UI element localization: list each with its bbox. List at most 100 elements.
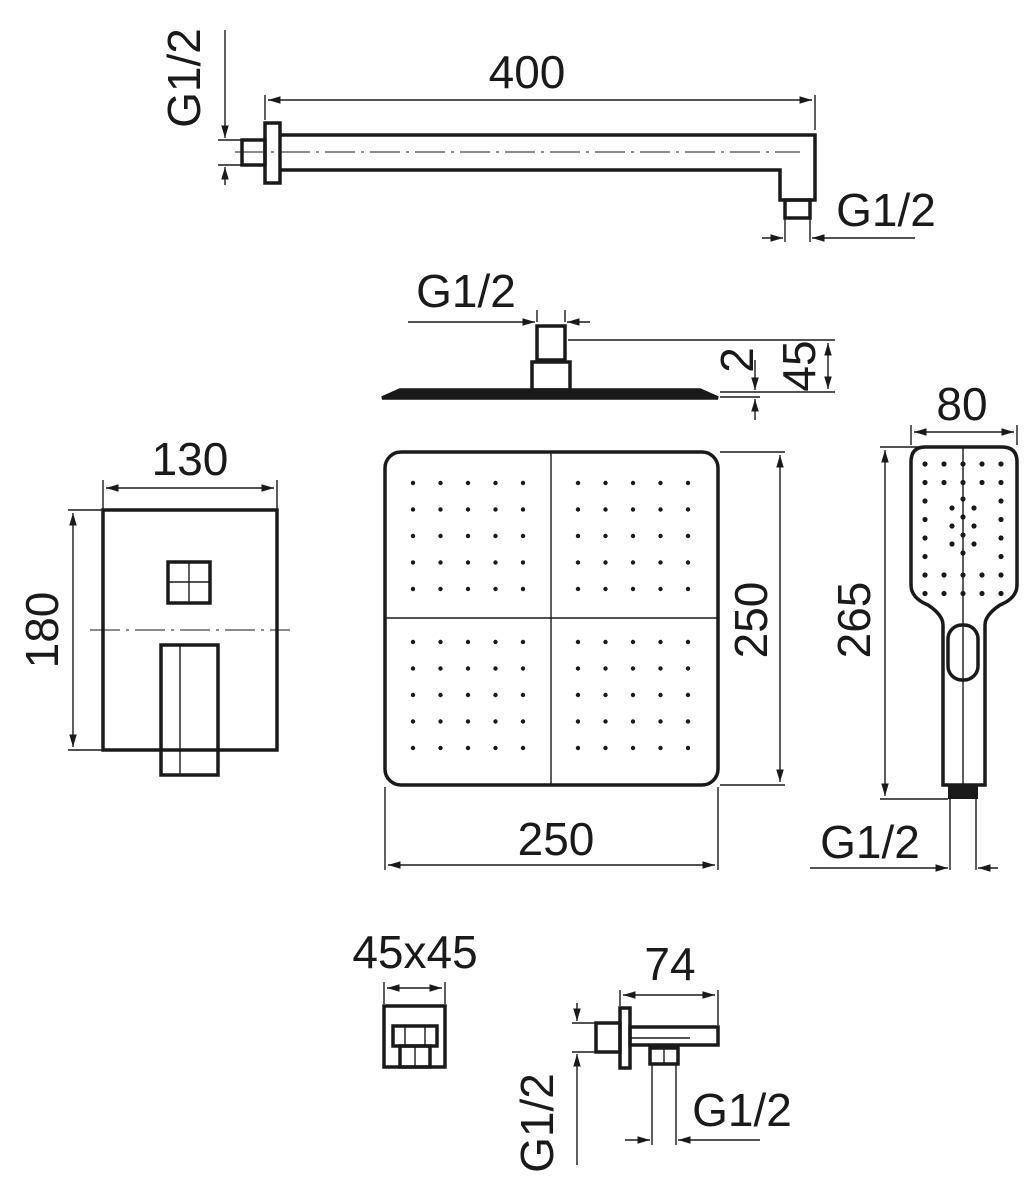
head-nozzle bbox=[575, 745, 581, 751]
head-nozzle bbox=[658, 745, 663, 751]
head-nozzle bbox=[520, 719, 526, 724]
wall-outlet: 74 G1/2 G1/2 bbox=[511, 938, 792, 1173]
head-nozzle bbox=[410, 666, 416, 671]
head-nozzle bbox=[630, 745, 636, 751]
head-nozzle bbox=[603, 507, 608, 512]
hand-nozzle bbox=[922, 461, 928, 467]
head-nozzle bbox=[658, 666, 663, 671]
head-nozzle bbox=[630, 719, 636, 724]
head-nozzle bbox=[493, 560, 498, 565]
hand-nozzle bbox=[998, 553, 1004, 560]
head-nozzle bbox=[410, 745, 416, 751]
head-nozzle bbox=[658, 586, 663, 592]
head-nozzle bbox=[410, 507, 416, 512]
head-nozzle bbox=[520, 560, 526, 565]
head-nozzle bbox=[630, 507, 636, 512]
head-nozzle bbox=[438, 560, 443, 565]
head-nozzle bbox=[575, 639, 581, 645]
head-nozzle bbox=[658, 533, 663, 539]
head-nozzle bbox=[658, 560, 663, 565]
mixer-width-label: 130 bbox=[152, 433, 229, 485]
head-nozzle bbox=[658, 692, 663, 698]
head-nozzle bbox=[603, 666, 608, 671]
head-nozzle bbox=[410, 480, 416, 486]
hand-nozzle bbox=[922, 535, 928, 541]
head-nozzle bbox=[575, 560, 581, 565]
hand-nozzle bbox=[949, 541, 955, 547]
hand-shower-width-label: 80 bbox=[936, 378, 987, 430]
hand-nozzle bbox=[960, 514, 966, 520]
head-nozzle bbox=[603, 692, 608, 698]
arm-length-label: 400 bbox=[489, 46, 566, 98]
head-nozzle bbox=[575, 692, 581, 698]
outlet-wall-thread-label: G1/2 bbox=[511, 1073, 563, 1173]
hand-shower-thread-label: G1/2 bbox=[820, 816, 920, 868]
head-nozzle bbox=[438, 533, 443, 539]
head-nozzle bbox=[520, 480, 526, 486]
head-nozzle bbox=[630, 586, 636, 592]
head-nozzle bbox=[465, 533, 471, 539]
head-nozzle bbox=[465, 507, 471, 512]
head-nozzle bbox=[575, 533, 581, 539]
head-width-label: 250 bbox=[518, 813, 595, 865]
head-nozzle bbox=[685, 666, 691, 671]
hand-nozzle bbox=[960, 479, 966, 486]
head-nozzle bbox=[493, 745, 498, 751]
head-nozzle bbox=[465, 692, 471, 698]
head-nozzle bbox=[465, 560, 471, 565]
head-nozzle bbox=[575, 666, 581, 671]
head-nozzle bbox=[685, 692, 691, 698]
hand-nozzle bbox=[922, 479, 928, 486]
hand-nozzle bbox=[979, 461, 985, 467]
hand-nozzle bbox=[960, 550, 966, 556]
hand-nozzle bbox=[941, 572, 947, 578]
hand-nozzle bbox=[922, 572, 928, 578]
hand-nozzle bbox=[960, 496, 966, 502]
head-nozzle bbox=[520, 533, 526, 539]
hand-nozzle bbox=[998, 590, 1004, 597]
head-top-view: 250 250 bbox=[383, 450, 785, 870]
hand-nozzle bbox=[998, 461, 1004, 467]
hand-nozzle bbox=[998, 516, 1004, 523]
hand-nozzle bbox=[971, 541, 977, 547]
head-nozzle bbox=[493, 480, 498, 486]
head-nozzle bbox=[520, 507, 526, 512]
head-nozzle bbox=[410, 719, 416, 724]
head-nozzle bbox=[630, 480, 636, 486]
head-nozzle bbox=[603, 533, 608, 539]
head-nozzle bbox=[685, 639, 691, 645]
head-nozzle bbox=[658, 639, 663, 645]
head-depth-label: 250 bbox=[725, 582, 777, 659]
hand-nozzle bbox=[979, 479, 985, 486]
head-nozzle bbox=[658, 719, 663, 724]
head-nozzle bbox=[575, 719, 581, 724]
head-nozzle bbox=[410, 639, 416, 645]
hand-shower-holder: 45x45 bbox=[352, 926, 478, 1069]
head-nozzle bbox=[493, 719, 498, 724]
head-nozzle bbox=[493, 586, 498, 592]
head-nozzle bbox=[465, 480, 471, 486]
hand-nozzle bbox=[971, 505, 977, 511]
mixer-plate: 130 180 bbox=[16, 433, 290, 777]
head-nozzle bbox=[410, 560, 416, 565]
arm-wall-thread-label: G1/2 bbox=[158, 28, 210, 128]
shower-arm: 400 G1/2 G1/2 bbox=[158, 28, 936, 242]
head-nozzle bbox=[438, 639, 443, 645]
mixer-height-label: 180 bbox=[16, 592, 68, 669]
head-nozzle bbox=[603, 586, 608, 592]
outlet-length-label: 74 bbox=[644, 938, 695, 990]
head-nozzle bbox=[603, 480, 608, 486]
hand-nozzle bbox=[998, 498, 1004, 504]
head-nozzle bbox=[575, 586, 581, 592]
head-nozzle bbox=[685, 507, 691, 512]
head-nozzle bbox=[410, 692, 416, 698]
head-nozzle bbox=[410, 533, 416, 539]
hand-nozzle bbox=[922, 498, 928, 504]
head-nozzle bbox=[465, 666, 471, 671]
hand-nozzle bbox=[979, 590, 985, 597]
hand-nozzle bbox=[979, 572, 985, 578]
head-nozzle bbox=[438, 586, 443, 592]
plate-thickness-label: 2 bbox=[711, 347, 763, 373]
hand-nozzle bbox=[960, 572, 966, 578]
